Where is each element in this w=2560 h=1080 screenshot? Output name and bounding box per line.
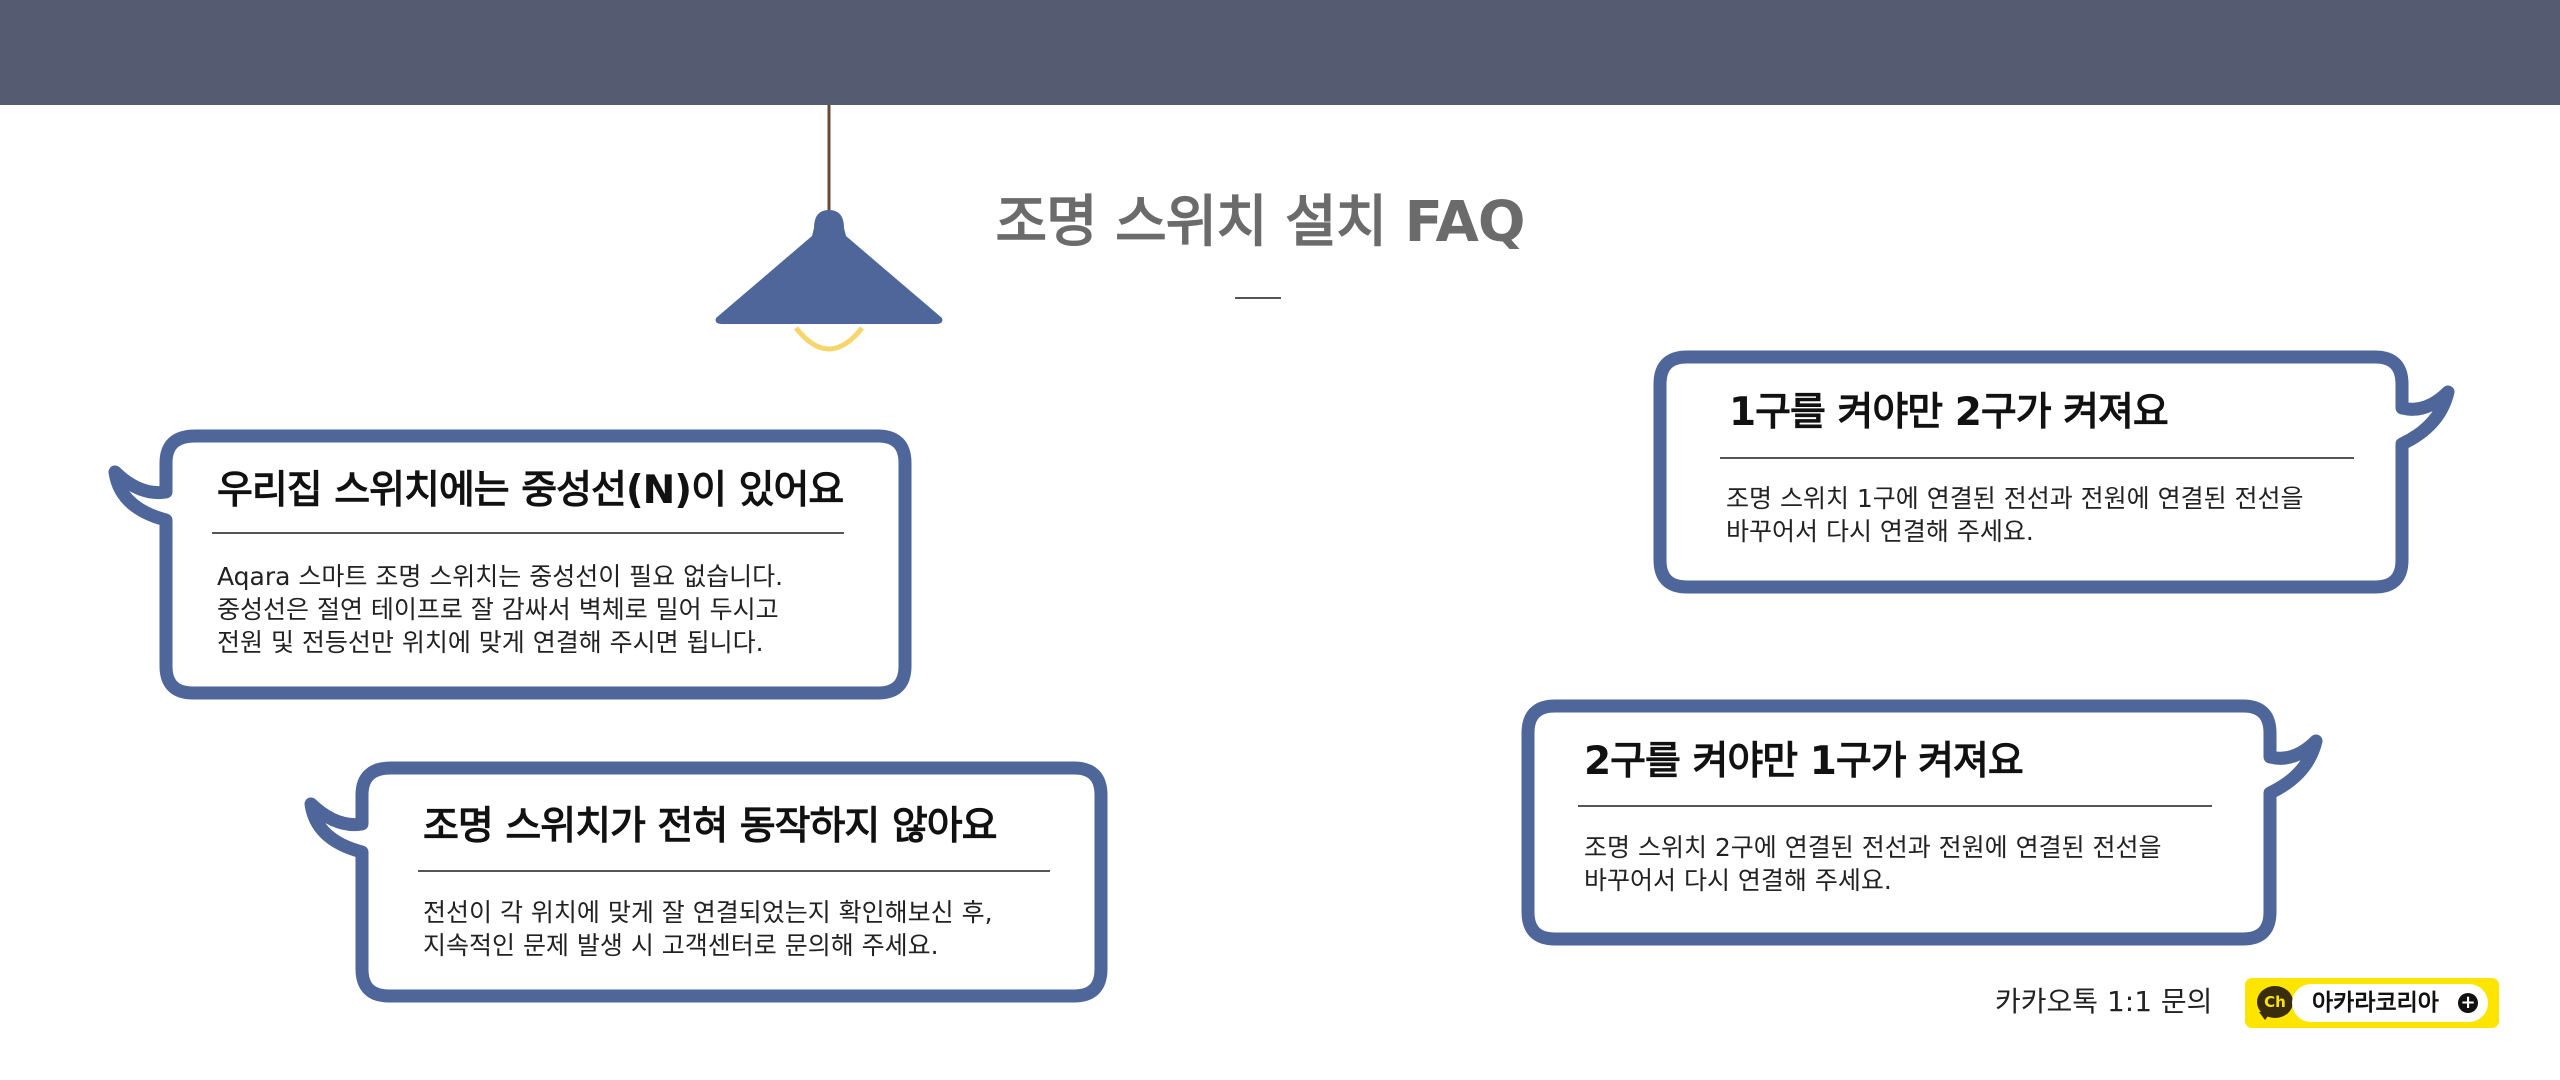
kakao-channel-button[interactable]: Ch 아카라코리아 + — [2245, 978, 2499, 1028]
faq-answer-4-line-1: 조명 스위치 2구에 연결된 전선과 전원에 연결된 전선을 — [1584, 833, 2162, 862]
bubble-1-outline — [108, 429, 912, 700]
faq-question-3: 1구를 켜야만 2구가 켜져요 — [1729, 390, 2169, 435]
plus-icon: + — [2458, 993, 2478, 1013]
kakao-channel-pill: 아카라코리아 + — [2292, 984, 2488, 1022]
faq-answer-1-line-2: 중성선은 절연 테이프로 잘 감싸서 벽체로 밀어 두시고 — [217, 595, 779, 624]
top-banner-bar — [0, 0, 2560, 105]
kakao-inquiry-label: 카카오톡 1:1 문의 — [1995, 985, 2213, 1018]
kakao-channel-icon: Ch — [2257, 986, 2293, 1018]
faq-question-1: 우리집 스위치에는 중성선(N)이 있어요 — [217, 468, 844, 513]
faq-answer-1-line-3: 전원 및 전등선만 위치에 맞게 연결해 주시면 됩니다. — [217, 628, 764, 657]
faq-answer-4-line-2: 바꾸어서 다시 연결해 주세요. — [1584, 866, 1892, 895]
faq-answer-2-line-2: 지속적인 문제 발생 시 고객센터로 문의해 주세요. — [423, 931, 939, 960]
bubble-4-outline — [1521, 699, 2323, 946]
bubble-2-outline — [304, 761, 1108, 1003]
faq-answer-4: 조명 스위치 2구에 연결된 전선과 전원에 연결된 전선을 바꾸어서 다시 연… — [1584, 831, 2162, 897]
faq-answer-1-line-1: Aqara 스마트 조명 스위치는 중성선이 필요 없습니다. — [217, 562, 784, 591]
faq-divider-1 — [212, 532, 844, 534]
title-underline — [1235, 297, 1281, 299]
faq-answer-1: Aqara 스마트 조명 스위치는 중성선이 필요 없습니다. 중성선은 절연 … — [217, 560, 783, 659]
bubble-3-outline — [1653, 350, 2455, 594]
faq-divider-4 — [1578, 805, 2212, 807]
faq-answer-2: 전선이 각 위치에 맞게 잘 연결되었는지 확인해보신 후, 지속적인 문제 발… — [423, 896, 993, 962]
kakao-channel-name: 아카라코리아 — [2312, 990, 2439, 1016]
faq-answer-3-line-2: 바꾸어서 다시 연결해 주세요. — [1726, 517, 2034, 546]
page-title: 조명 스위치 설치 FAQ — [995, 190, 1526, 255]
faq-answer-2-line-1: 전선이 각 위치에 맞게 잘 연결되었는지 확인해보신 후, — [423, 898, 993, 927]
faq-question-4: 2구를 켜야만 1구가 켜져요 — [1584, 739, 2024, 784]
kakao-channel-icon-tail — [2259, 1012, 2271, 1020]
faq-question-2: 조명 스위치가 전혀 동작하지 않아요 — [423, 804, 998, 849]
faq-divider-3 — [1720, 457, 2354, 459]
faq-answer-3: 조명 스위치 1구에 연결된 전선과 전원에 연결된 전선을 바꾸어서 다시 연… — [1726, 482, 2304, 548]
faq-divider-2 — [418, 870, 1050, 872]
faq-answer-3-line-1: 조명 스위치 1구에 연결된 전선과 전원에 연결된 전선을 — [1726, 484, 2304, 513]
